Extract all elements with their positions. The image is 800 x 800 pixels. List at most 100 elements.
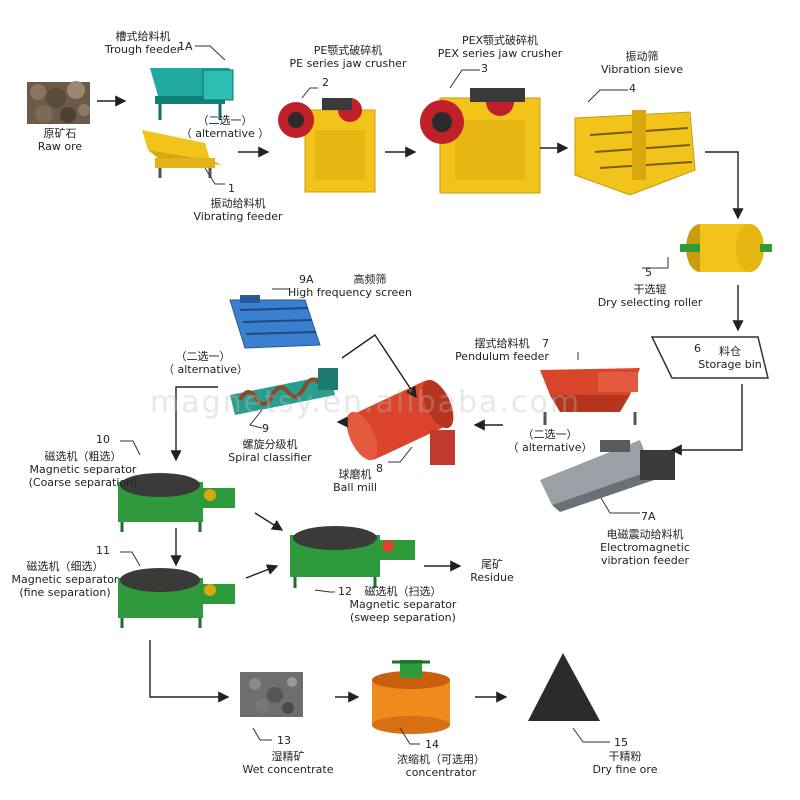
- pe-crusher-num: 2: [322, 76, 329, 89]
- residue-en: Residue: [470, 571, 514, 584]
- wet-conc-label: 湿精矿 Wet concentrate: [238, 750, 338, 776]
- trough-feeder-en: Trough feeder: [104, 43, 182, 56]
- alternative-1-zh: （二选一）: [197, 114, 253, 127]
- storage-bin-zh: 料仓: [719, 345, 741, 358]
- vibration-sieve-machine: [574, 110, 696, 196]
- hf-screen-num: 9A: [299, 273, 314, 286]
- mag-fine-num: 11: [96, 544, 110, 557]
- mag-fine-label: 磁选机（细选） Magnetic separator (fine separat…: [5, 560, 125, 599]
- alternative-3-zh: （二选一）: [175, 350, 231, 363]
- dry-roller-en: Dry selecting roller: [597, 296, 703, 309]
- high-frequency-screen-machine: [229, 295, 321, 349]
- pe-crusher-zh: PE颚式破碎机: [313, 44, 383, 57]
- pex-jaw-crusher-machine: [420, 88, 541, 194]
- trough-feeder-label: 槽式给料机 Trough feeder: [98, 30, 188, 56]
- vibrating-feeder-label: 振动给料机 Vibrating feeder: [188, 197, 288, 223]
- vibrating-feeder-en: Vibrating feeder: [193, 210, 283, 223]
- em-feeder-en1: Electromagnetic: [600, 541, 690, 554]
- spiral-classifier-zh: 螺旋分级机: [242, 438, 298, 451]
- mag-coarse-en2: (Coarse separation): [28, 476, 138, 489]
- mag-sweep-en2: (sweep separation): [350, 611, 456, 624]
- ball-mill-num: 8: [376, 462, 383, 475]
- pe-crusher-en: PE series jaw crusher: [289, 57, 407, 70]
- dry-roller-num: 5: [645, 266, 652, 279]
- hf-screen-label: 高频筛 High frequency screen: [280, 273, 420, 299]
- dry-fine-ore-num: 15: [614, 736, 628, 749]
- pendulum-feeder-num: 7: [542, 337, 549, 350]
- storage-bin-en: Storage bin: [698, 358, 762, 371]
- pe-crusher-label: PE颚式破碎机 PE series jaw crusher: [283, 44, 413, 70]
- ball-mill-label: 球磨机 Ball mill: [325, 468, 385, 494]
- dry-roller-label: 干选辊 Dry selecting roller: [590, 283, 710, 309]
- wet-concentrate-image: [240, 672, 303, 717]
- vibration-sieve-num: 4: [629, 82, 636, 95]
- alternative-3-label: （二选一） （ alternative）: [163, 350, 249, 376]
- pendulum-feeder-zh: 摆式给料机: [474, 337, 530, 350]
- mag-sweep-zh: 磁选机（扫选）: [364, 585, 442, 598]
- vibration-sieve-en: Vibration sieve: [601, 63, 683, 76]
- pex-crusher-num: 3: [481, 62, 488, 75]
- alternative-2-en: （ alternative）: [507, 441, 593, 454]
- dry-fine-ore-label: 干精粉 Dry fine ore: [585, 750, 665, 776]
- pendulum-feeder-machine: [540, 368, 640, 425]
- magnetic-separator-sweep-machine: [290, 526, 415, 588]
- pendulum-feeder-en: Pendulum feeder: [455, 350, 549, 363]
- spiral-classifier-machine: [230, 368, 338, 415]
- alternative-2-label: （二选一） （ alternative）: [505, 428, 595, 454]
- trough-feeder-num: 1A: [178, 40, 193, 53]
- dry-fine-ore-zh: 干精粉: [608, 750, 642, 763]
- ball-mill-en: Ball mill: [333, 481, 377, 494]
- pex-crusher-label: PEX颚式破碎机 PEX series jaw crusher: [430, 34, 570, 60]
- spiral-classifier-num: 9: [262, 422, 269, 435]
- em-feeder-label: 电磁震动给料机 Electromagnetic vibration feeder: [585, 528, 705, 567]
- mag-sweep-num: 12: [338, 585, 352, 598]
- concentrator-num: 14: [425, 738, 439, 751]
- vibrating-feeder-num: 1: [228, 182, 235, 195]
- raw-ore-label: 原矿石 Raw ore: [30, 127, 90, 153]
- mag-coarse-en1: Magnetic separator: [29, 463, 137, 476]
- concentrator-en: concentrator: [405, 766, 477, 779]
- wet-conc-en: Wet concentrate: [242, 763, 334, 776]
- alternative-1-label: （二选一） （ alternative ）: [180, 114, 270, 140]
- dry-fine-ore-pile: [528, 653, 600, 721]
- wet-conc-zh: 湿精矿: [271, 750, 305, 763]
- concentrator-label: 浓缩机（可选用） concentrator: [386, 753, 496, 779]
- vibrating-feeder-zh: 振动给料机: [210, 197, 266, 210]
- hf-screen-en: High frequency screen: [287, 286, 412, 299]
- alternative-1-en: （ alternative ）: [180, 127, 270, 140]
- alternative-3-en: （ alternative）: [163, 363, 249, 376]
- storage-bin-num: 6: [694, 342, 701, 355]
- em-feeder-num: 7A: [641, 510, 656, 523]
- vibration-sieve-zh: 振动筛: [625, 50, 659, 63]
- storage-bin-shape: [650, 336, 769, 379]
- concentrator-machine: [372, 660, 450, 734]
- mag-fine-zh: 磁选机（细选）: [26, 560, 104, 573]
- mag-fine-en2: (fine separation): [19, 586, 111, 599]
- pex-crusher-en: PEX series jaw crusher: [437, 47, 563, 60]
- raw-ore-zh: 原矿石: [43, 127, 77, 140]
- mag-fine-en1: Magnetic separator: [11, 573, 119, 586]
- mag-sweep-label: 磁选机（扫选） Magnetic separator (sweep separa…: [343, 585, 463, 624]
- wet-conc-num: 13: [277, 734, 291, 747]
- residue-zh: 尾矿: [481, 558, 503, 571]
- dry-fine-ore-en: Dry fine ore: [592, 763, 658, 776]
- pe-jaw-crusher-machine: [278, 98, 376, 193]
- ball-mill-machine: [346, 379, 455, 465]
- magnetic-separator-coarse-machine: [118, 473, 235, 532]
- leader-lines: [120, 45, 669, 745]
- em-feeder-en2: vibration feeder: [600, 554, 690, 567]
- alternative-2-zh: （二选一）: [522, 428, 578, 441]
- vibrating-feeder-machine: [142, 130, 222, 178]
- dry-roller-zh: 干选辊: [633, 283, 667, 296]
- magnetic-separator-fine-machine: [118, 568, 235, 628]
- concentrator-zh: 浓缩机（可选用）: [397, 753, 485, 766]
- raw-ore-image: [27, 81, 90, 124]
- flow-arrows: [97, 95, 744, 703]
- vibration-sieve-label: 振动筛 Vibration sieve: [592, 50, 692, 76]
- electromagnetic-feeder-machine: [540, 440, 675, 512]
- dry-selecting-roller-machine: [680, 224, 772, 272]
- mag-sweep-en1: Magnetic separator: [349, 598, 457, 611]
- pendulum-feeder-label: 摆式给料机 Pendulum feeder: [452, 337, 552, 363]
